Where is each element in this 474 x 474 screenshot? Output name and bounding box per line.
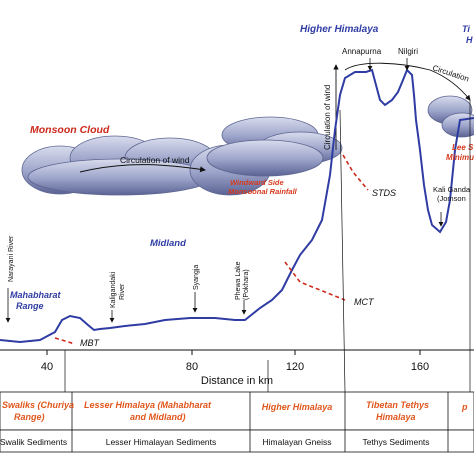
cloud-right [427,95,474,138]
x-tick-160: 160 [411,361,429,373]
label-phewa-lake: Phewa Lake (Pokhara) [235,261,250,300]
label-kaligandaki-river: Kaligandaki River [110,271,126,308]
label-mbt: MBT [80,338,101,348]
zone-tibetan-tethys: Tibetan Tethys Himalaya [366,400,432,422]
label-stds: STDS [372,188,396,198]
x-tick-120: 120 [286,361,304,373]
zone-connector-lines [64,100,471,393]
label-circulation-vertical: Circulation of wind [323,85,332,150]
label-circulation-right: Circulation [431,63,470,83]
label-kali-gandaki-jomsom: Kali Ganda (Jomson [433,185,472,203]
x-tick-40: 40 [41,361,53,373]
svg-text:(Pokhara): (Pokhara) [243,269,250,300]
label-lee-side: Lee S Minimum [446,143,474,162]
geo-swalik-sediments: Swalik Sediments [0,437,67,447]
label-syangja: Syangja [193,265,200,290]
terrain-profile [0,68,474,344]
label-tibetan-partial: Ti H [462,24,473,45]
wind-arrow-left [79,164,206,173]
label-midland: Midland [150,238,186,249]
label-higher-himalaya: Higher Himalaya [300,24,379,35]
x-axis-label: Distance in km [201,375,273,387]
geo-tethys-sediments: Tethys Sediments [362,437,429,447]
zone-partial: p [461,402,468,412]
zone-swaliks: Swaliks (Churiya Range) [2,400,77,422]
label-nilgiri: Nilgiri [398,47,418,56]
geo-himalayan-gneiss: Himalayan Gneiss [263,437,332,447]
label-narayani-river: Narayani River [8,235,15,282]
zone-higher-himalaya: Higher Himalaya [262,402,333,412]
mbt-fault-line [54,337,76,345]
label-monsoon-cloud: Monsoon Cloud [30,124,110,136]
zone-table [0,391,474,453]
svg-text:River: River [119,283,126,300]
label-circulation-of-wind: Circulation of wind [120,155,190,165]
x-tick-80: 80 [186,361,198,373]
mct-fault-line [284,261,346,301]
stds-fault-line [342,154,369,191]
x-axis-ticks [46,350,421,355]
label-mct: MCT [354,297,375,307]
svg-text:Kaligandaki: Kaligandaki [110,271,117,308]
geo-lesser-himalayan-sediments: Lesser Himalayan Sediments [106,437,217,447]
label-mahabharat: Mahabharat Range [10,290,63,311]
zone-lesser-himalaya: Lesser Himalaya (Mahabharat and Midland) [84,400,214,422]
svg-text:Phewa Lake: Phewa Lake [235,261,242,300]
monsoon-cloud-left [21,116,343,196]
label-annapurna: Annapurna [342,47,382,56]
wind-arrow-top [344,62,471,101]
label-windward-side: Windward Side Monsoonal Rainfall [228,178,298,196]
